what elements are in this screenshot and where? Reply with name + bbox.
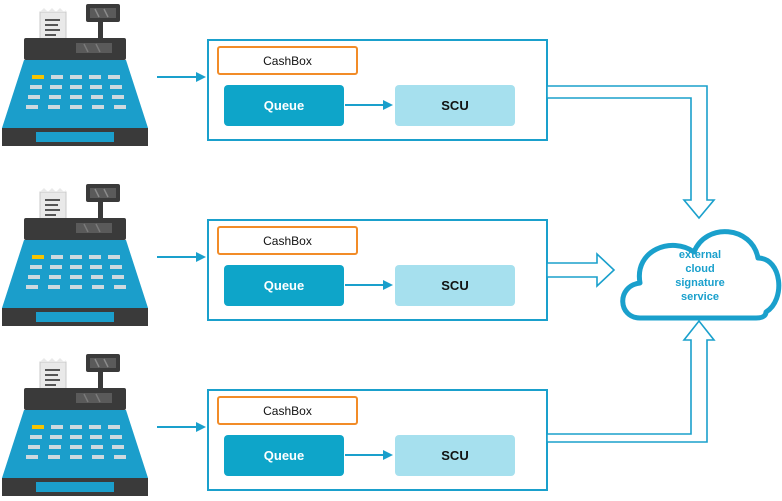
- cash-register-icon: [1, 183, 149, 327]
- lane-3-scu-label: SCU: [441, 448, 469, 463]
- hollow-arrow-top: [546, 85, 716, 220]
- lane-3-queue-label: Queue: [263, 448, 305, 463]
- hollow-arrow-middle: [546, 252, 616, 288]
- cash-register-icon: [1, 353, 149, 497]
- cloud-label-line-1: external: [678, 249, 722, 261]
- cloud-label-line-3: signature: [675, 277, 725, 289]
- cash-register-icon: [1, 3, 149, 147]
- lane-1-scu-label: SCU: [441, 98, 469, 113]
- lane-1-queue-label: Queue: [263, 98, 305, 113]
- cloud-label-line-2: cloud: [685, 263, 715, 275]
- hollow-arrow-bottom: [546, 319, 716, 443]
- lane-3-cashbox-label: CashBox: [263, 403, 312, 418]
- lane-1-cashbox-label: CashBox: [263, 53, 312, 68]
- cloud-icon: [620, 229, 782, 321]
- lane-2-scu-label: SCU: [441, 278, 469, 293]
- lane-2-queue-label: Queue: [263, 278, 305, 293]
- cloud-label: external cloud signature service: [654, 248, 746, 304]
- cloud-label-line-4: service: [681, 291, 719, 303]
- lane-2-cashbox-label: CashBox: [263, 233, 312, 248]
